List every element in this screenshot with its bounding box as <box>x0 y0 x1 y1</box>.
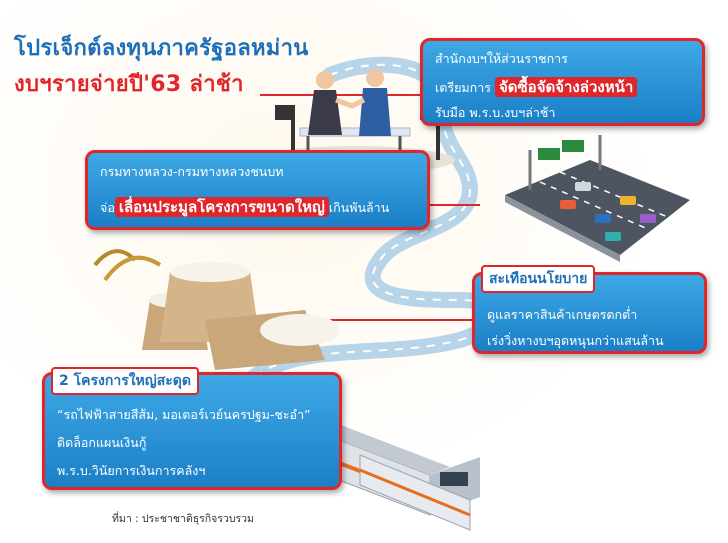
callout-mega-projects-line-3: พ.ร.บ.วินัยการเงินการคลังฯ <box>57 463 206 478</box>
callout-budget-bureau-line-2-prefix: เตรียมการ <box>435 80 491 95</box>
callout-policy-impact: สะเทือนนโยบาย ดูแลราคาสินค้าเกษตรตกต่ำ เ… <box>472 265 707 354</box>
callout-budget-bureau-line-2: เตรียมการ จัดซื้อจัดจ้างล่วงหน้า <box>435 75 638 99</box>
callout-mega-projects-line-1: “รถไฟฟ้าสายสีส้ม, มอเตอร์เวย์นครปฐม-ชะอำ… <box>57 407 311 422</box>
headline-line-1: โปรเจ็กต์ลงทุนภาครัฐอลหม่าน <box>14 36 309 61</box>
callout-highways-highlight: เลื่อนประมูลโครงการขนาดใหญ่ <box>114 197 329 217</box>
callout-budget-bureau-line-1: สำนักงบฯให้ส่วนราชการ <box>435 51 568 66</box>
callout-highways-line-2-prefix: จ่อ <box>100 200 115 215</box>
callout-policy-heading: สะเทือนนโยบาย <box>481 265 596 293</box>
callout-mega-projects-line-2: ติดล็อกแผนเงินกู้ <box>57 435 147 450</box>
callout-budget-bureau-line-3: รับมือ พ.ร.บ.งบฯล่าช้า <box>435 105 556 120</box>
source-credit: ที่มา : ประชาชาติธุรกิจรวบรวม <box>112 513 254 525</box>
headline-line-2: งบฯรายจ่ายปี'63 ล่าช้า <box>14 72 244 97</box>
callout-budget-bureau-highlight: จัดซื้อจัดจ้างล่วงหน้า <box>494 77 638 97</box>
callout-policy-line-1: ดูแลราคาสินค้าเกษตรตกต่ำ <box>487 307 638 322</box>
callout-highways-line-2: จ่อเลื่อนประมูลโครงการขนาดใหญ่เกินพันล้า… <box>100 195 389 219</box>
callout-mega-projects: 2 โครงการใหญ่สะดุด “รถไฟฟ้าสายสีส้ม, มอเ… <box>42 367 342 490</box>
callout-highways-line-2-suffix: เกินพันล้าน <box>328 200 390 215</box>
callout-policy-line-2: เร่งวิ่งหางบฯอุดหนุนกว่าแสนล้าน <box>487 333 664 348</box>
callout-budget-bureau: สำนักงบฯให้ส่วนราชการ เตรียมการ จัดซื้อจ… <box>420 38 705 126</box>
callout-highways-line-1: กรมทางหลวง-กรมทางหลวงชนบท <box>100 164 284 179</box>
callout-highways-department: กรมทางหลวง-กรมทางหลวงชนบท จ่อเลื่อนประมู… <box>85 150 430 230</box>
callout-mega-projects-heading: 2 โครงการใหญ่สะดุด <box>51 367 199 395</box>
